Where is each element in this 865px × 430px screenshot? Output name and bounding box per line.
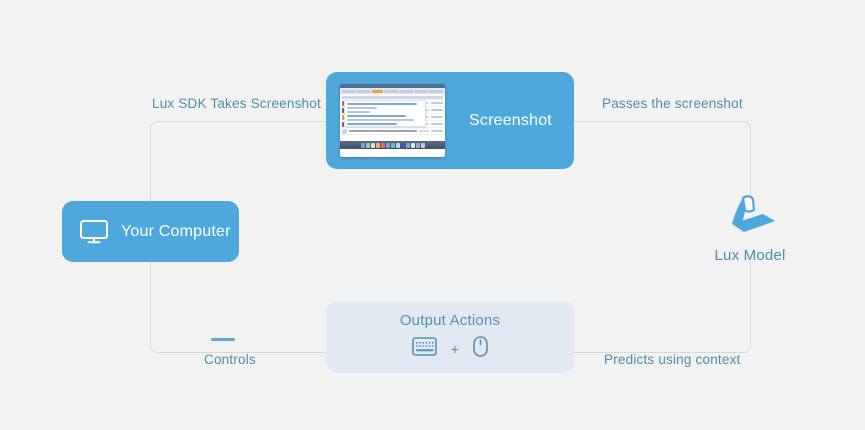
edge-label-takes-screenshot: Lux SDK Takes Screenshot	[152, 96, 321, 111]
dock-icon	[375, 142, 380, 148]
dock-icon	[360, 142, 365, 148]
dock-icon	[390, 142, 395, 148]
dock-icon	[400, 142, 405, 148]
thumbnail-row-action	[431, 130, 443, 132]
dock-icon	[365, 142, 370, 148]
lux-model-label: Lux Model	[714, 247, 786, 264]
thumbnail-row-action	[431, 102, 443, 104]
thumbnail-panel-line	[347, 111, 370, 113]
thumbnail-tab-strip	[340, 88, 445, 94]
dock-icon	[415, 142, 420, 148]
thumbnail-row-action	[431, 109, 443, 111]
thumbnail-tab	[429, 89, 443, 93]
node-lux-model[interactable]: Lux Model	[704, 190, 796, 264]
keyboard-icon	[412, 337, 437, 361]
arrow-marker-controls	[211, 338, 235, 341]
thumbnail-tab	[342, 89, 356, 93]
dock-icon	[395, 142, 400, 148]
lux-lamp-logo-icon	[719, 195, 781, 240]
thumbnail-tab	[414, 89, 429, 93]
thumbnail-row-meta	[419, 130, 429, 132]
thumbnail-panel-line	[347, 119, 414, 121]
screenshot-thumbnail	[340, 84, 445, 157]
edge-label-passes-screenshot: Passes the screenshot	[602, 96, 743, 111]
node-your-computer[interactable]: Your Computer	[62, 201, 239, 262]
your-computer-label: Your Computer	[121, 222, 231, 240]
thumbnail-panel-line	[347, 107, 378, 109]
plus-icon: +	[450, 341, 460, 357]
thumbnail-content	[340, 100, 445, 149]
dock-icon	[405, 142, 410, 148]
thumbnail-url-pill	[342, 95, 443, 99]
thumbnail-tab	[384, 89, 399, 93]
thumbnail-panel-line	[347, 103, 417, 105]
thumbnail-tab	[399, 89, 414, 93]
thumbnail-list-row	[340, 128, 445, 135]
output-actions-label: Output Actions	[399, 312, 501, 329]
node-output-actions[interactable]: Output Actions	[326, 301, 574, 373]
thumbnail-row-action	[431, 116, 443, 118]
connector-output-to-computer	[150, 262, 327, 353]
thumbnail-row-action	[431, 123, 443, 125]
dock-icon	[380, 142, 385, 148]
screenshot-label: Screenshot	[469, 111, 552, 129]
output-actions-icons: +	[412, 336, 488, 362]
thumbnail-tab	[356, 89, 371, 93]
edge-label-predicts-using-context: Predicts using context	[604, 352, 741, 367]
monitor-icon	[79, 219, 109, 245]
connector-screenshot-to-lux-model	[574, 121, 751, 202]
thumbnail-panel-line	[347, 115, 407, 117]
thumbnail-panel-line	[347, 123, 398, 125]
connector-lux-model-to-output	[574, 262, 751, 353]
thumbnail-title-bar	[340, 84, 445, 88]
dock-icon	[420, 142, 425, 148]
connector-computer-to-screenshot	[150, 121, 327, 202]
thumbnail-url-bar	[340, 94, 445, 100]
thumbnail-dock	[340, 141, 445, 149]
thumbnail-dropdown-panel	[344, 100, 426, 127]
dock-icon	[385, 142, 390, 148]
mouse-icon	[473, 336, 488, 362]
node-screenshot[interactable]: Screenshot	[326, 72, 574, 169]
edge-label-controls: Controls	[204, 352, 256, 367]
thumbnail-row-text	[349, 130, 417, 132]
thumbnail-tab-active	[371, 89, 384, 93]
dock-icon	[370, 142, 375, 148]
dock-icon	[410, 142, 415, 148]
thumbnail-row-badge	[342, 128, 347, 134]
